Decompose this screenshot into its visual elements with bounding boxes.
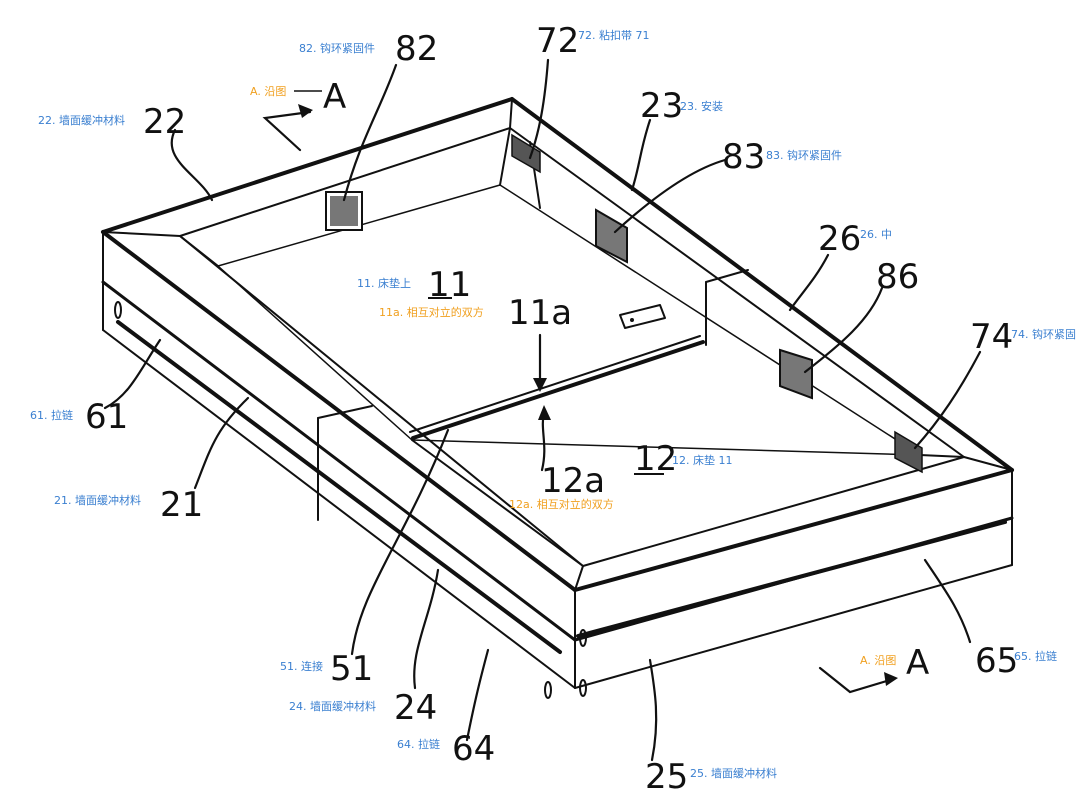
- ref-64: 64: [452, 729, 495, 769]
- fastener-74-icon: [894, 430, 923, 474]
- mattress-drawing: [101, 97, 1014, 699]
- ref-a-top: A: [323, 77, 346, 117]
- ref-21: 21: [160, 485, 203, 525]
- label-22: 22. 墙面缓冲材料: [38, 113, 125, 127]
- ref-25: 25: [645, 757, 688, 795]
- ref-61: 61: [85, 397, 128, 437]
- label-25: 25. 墙面缓冲材料: [690, 766, 777, 780]
- ref-65: 65: [975, 641, 1018, 681]
- label-a-top: A. 沿图: [250, 85, 286, 98]
- ref-74: 74: [970, 317, 1013, 357]
- ref-83: 83: [722, 137, 765, 177]
- leader-lines: [103, 58, 982, 762]
- ref-22: 22: [143, 102, 186, 142]
- label-65: 65. 拉链: [1014, 649, 1057, 663]
- label-12a: 12a. 相互对立的双方: [509, 497, 614, 511]
- ref-24: 24: [394, 688, 437, 728]
- ref-72: 72: [536, 21, 579, 61]
- label-74: 74. 钩环紧固: [1011, 327, 1076, 341]
- ref-26: 26: [818, 219, 861, 259]
- label-83: 83. 钩环紧固件: [766, 148, 842, 162]
- ref-82: 82: [395, 29, 438, 69]
- label-11: 11. 床垫上: [357, 276, 411, 290]
- label-26: 26. 中: [860, 228, 892, 241]
- ref-12a: 12a: [541, 461, 605, 501]
- ref-a-bottom: A: [906, 643, 929, 683]
- label-82: 82. 钩环紧固件: [299, 41, 375, 55]
- ref-12: 12: [634, 439, 677, 479]
- ref-23: 23: [640, 86, 683, 126]
- label-72: 72. 粘扣带 71: [578, 28, 649, 42]
- label-24: 24. 墙面缓冲材料: [289, 699, 376, 713]
- label-51: 51. 连接: [280, 660, 323, 673]
- label-23: 23. 安装: [680, 99, 723, 113]
- label-12: 12. 床垫 11: [672, 453, 732, 467]
- label-64: 64. 拉链: [397, 737, 440, 751]
- ref-86: 86: [876, 257, 919, 297]
- label-a-bottom: A. 沿图: [860, 654, 896, 667]
- label-21: 21. 墙面缓冲材料: [54, 493, 141, 507]
- fastener-83-icon: [595, 208, 628, 264]
- ref-11a: 11a: [508, 293, 572, 333]
- labels: 82 82. 钩环紧固件 72 72. 粘扣带 71 A A. 沿图 22 22…: [30, 21, 1076, 795]
- label-61: 61. 拉链: [30, 408, 73, 422]
- fastener-86-icon: [779, 348, 813, 400]
- label-11a: 11a. 相互对立的双方: [379, 305, 484, 319]
- ref-51: 51: [330, 649, 373, 689]
- fastener-72-icon: [511, 133, 541, 174]
